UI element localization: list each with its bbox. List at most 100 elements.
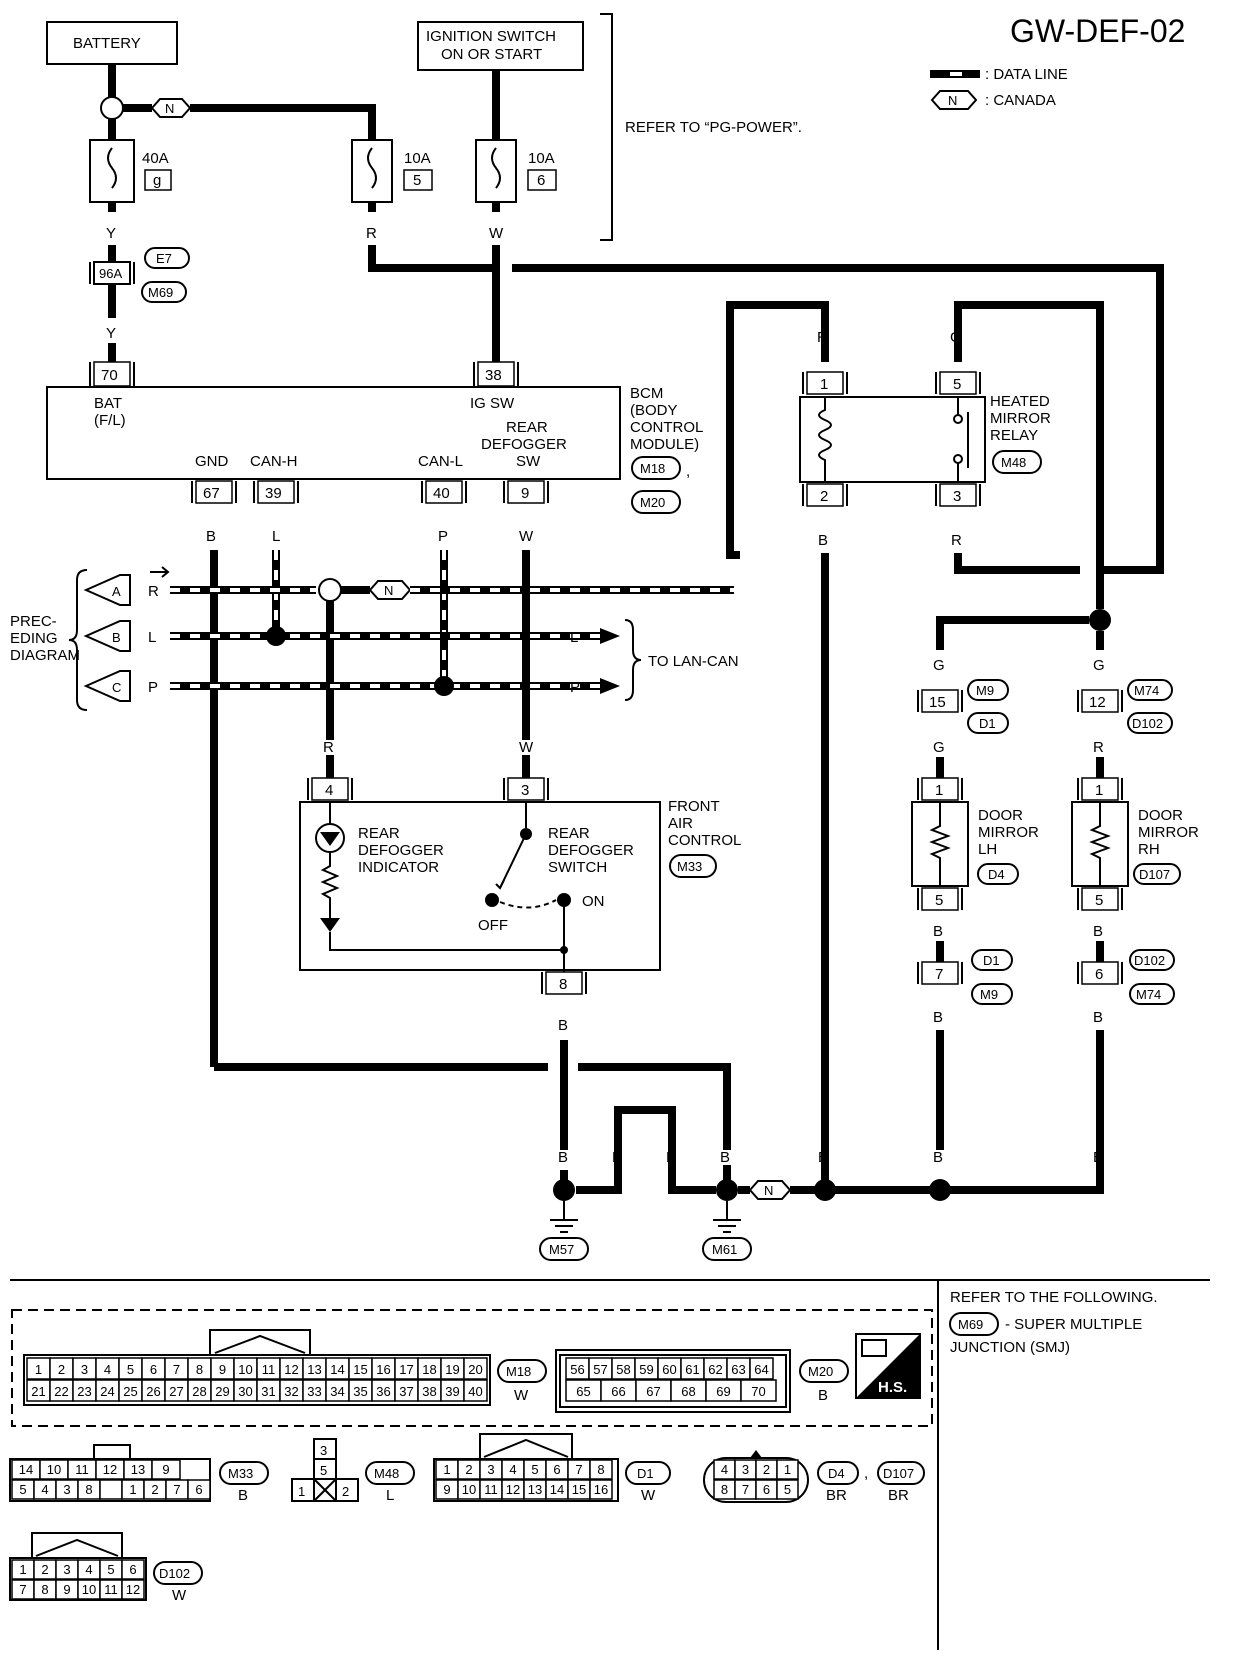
bcm-pin-38-label: 38: [485, 367, 502, 384]
conn-e7: E7: [156, 251, 172, 266]
gnd-wire-b-6: B: [933, 1149, 943, 1166]
face-m33-pin-number: 4: [41, 1482, 48, 1497]
face-d1-pin-number: 16: [594, 1482, 608, 1497]
switch-arm: [499, 833, 527, 889]
face-m18-pin-number: 22: [54, 1384, 68, 1399]
wire-g-relay-pin5: [954, 301, 1104, 580]
fuse-10a-5: 10A 5: [351, 139, 433, 212]
face-d4-comma: ,: [864, 1465, 868, 1482]
face-m33-pin-number: 14: [19, 1462, 33, 1477]
rh-inline-12: 12: [1077, 689, 1123, 713]
face-d107-label: D107: [883, 1466, 914, 1481]
rh-mirror-conn: D107: [1139, 867, 1170, 882]
rh-wire-b-2: B: [1093, 1009, 1103, 1026]
face-m20-pin-number: 68: [681, 1384, 695, 1399]
bcm-conn-m18-oval: [631, 456, 681, 480]
relay-wire-g: G: [950, 329, 962, 346]
rh-mirror-label-1: DOOR: [1138, 807, 1183, 824]
face-d1-cell: [589, 1459, 613, 1480]
rh-mirror-label-2: MIRROR: [1138, 824, 1199, 841]
wire-r-relay-pin3: [954, 553, 1080, 574]
wire-b-to-m61: [578, 1063, 731, 1150]
lh-mirror: 1 5: [911, 777, 969, 911]
relay-coil: [818, 397, 832, 482]
face-m18-pin-number: 9: [219, 1362, 226, 1377]
face-m33-pin-number: 3: [63, 1482, 70, 1497]
splice-canh: [266, 626, 286, 646]
lh-wire-g-1: G: [933, 657, 945, 674]
indicator-label-2: DEFOGGER: [358, 842, 444, 859]
face-m20-pin-number: 61: [685, 1362, 699, 1377]
smj-96a-label: 96A: [99, 266, 122, 281]
footer-refer-conn-oval: [949, 1312, 999, 1336]
face-d4-pin-number: 4: [721, 1462, 728, 1477]
canada-n-2: N: [384, 583, 393, 598]
face-m33-pin-number: 1: [129, 1482, 136, 1497]
face-m20-label: M20: [808, 1364, 833, 1379]
rh-inline-m74-oval: [1129, 983, 1175, 1005]
face-m18-pin-number: 39: [445, 1384, 459, 1399]
fac-pin-8: 8: [541, 971, 587, 995]
switch-on-contact: [557, 893, 571, 907]
face-m33-pin-number: 8: [85, 1482, 92, 1497]
rh-inline-d102: D102: [1134, 953, 1165, 968]
face-d102-pin-number: 7: [19, 1582, 26, 1597]
relay-pin-3: 3: [935, 483, 981, 507]
face-m18-pin-number: 34: [330, 1384, 344, 1399]
arrow-lan-l: [600, 628, 620, 644]
face-m20-pin-number: 58: [616, 1362, 630, 1377]
face-d102-cell: [121, 1579, 145, 1600]
face-d102-pin-number: 8: [41, 1582, 48, 1597]
fac-conn: M33: [677, 859, 702, 874]
bcm-pin-9-label: 9: [521, 485, 529, 502]
ground-splice-mirrors: [929, 1179, 951, 1201]
fuse-40a-amp: 40A: [142, 150, 169, 167]
bcm-name-1: BCM: [630, 385, 663, 402]
face-m33-pin-number: 7: [173, 1482, 180, 1497]
face-m20-pin-number: 65: [576, 1384, 590, 1399]
face-m18-pin-number: 28: [192, 1384, 206, 1399]
lh-mirror-label-3: LH: [978, 841, 997, 858]
ground-m61-label: M61: [712, 1242, 737, 1257]
face-m18-pin-number: 31: [261, 1384, 275, 1399]
splice-mirror-g: [1089, 609, 1111, 631]
fuse-5-id: 5: [413, 172, 421, 189]
relay-name-2: MIRROR: [990, 410, 1051, 427]
preceding-wire-l: L: [148, 629, 156, 646]
face-d1-pin-number: 4: [509, 1462, 516, 1477]
ground-splice-m57: [553, 1179, 575, 1201]
face-m33-pin-number: 12: [103, 1462, 117, 1477]
bcm-conn-m18: M18: [640, 461, 665, 476]
wire-color-y-2: Y: [106, 325, 116, 342]
face-m18-pin-number: 38: [422, 1384, 436, 1399]
face-d1-oval: [625, 1461, 671, 1485]
face-d1-pin-number: 9: [443, 1482, 450, 1497]
face-d1-pin-number: 1: [443, 1462, 450, 1477]
face-m18-pin-number: 30: [238, 1384, 252, 1399]
face-m33-pin-number: 11: [75, 1462, 89, 1477]
lh-conn-m9-oval: [967, 679, 1009, 701]
face-d1-pin-number: 15: [572, 1482, 586, 1497]
bcm-name-4: MODULE): [630, 436, 699, 453]
legend-data-line-label: : DATA LINE: [985, 66, 1068, 83]
face-d1-pin-number: 3: [487, 1462, 494, 1477]
bcm-ig-label: IG SW: [470, 395, 515, 412]
bcm-canh-label: CAN-H: [250, 453, 298, 470]
footer-dashed-box: [11, 1309, 933, 1427]
lan-wire-p: P: [570, 679, 580, 696]
face-d1-pin-number: 7: [575, 1462, 582, 1477]
face-d107-color: BR: [888, 1487, 909, 1504]
face-d4-cell: [776, 1459, 799, 1480]
relay-pin-2: 2: [802, 483, 848, 507]
bcm-gnd-label: GND: [195, 453, 229, 470]
hs-badge: H.S.: [855, 1333, 921, 1399]
relay-pin-3-label: 3: [953, 488, 961, 505]
face-m33-pin-number: 13: [131, 1462, 145, 1477]
face-d4-pin-number: 3: [742, 1462, 749, 1477]
